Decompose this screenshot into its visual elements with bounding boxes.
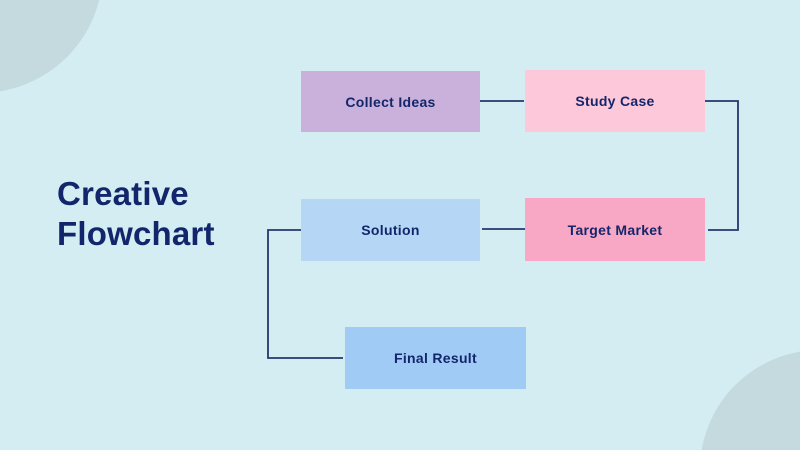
flow-node-label: Target Market (567, 221, 663, 238)
connector-study-case-to-target-market (705, 100, 739, 231)
page-title-line-2: Flowchart (57, 215, 215, 252)
flow-node-label: Solution (361, 222, 420, 238)
page-title-line-1: Creative (57, 175, 189, 212)
flow-node-study-case: Study Case (525, 70, 705, 132)
flow-node-label: Final Result (394, 350, 477, 366)
flow-node-label: Collect Ideas (345, 93, 436, 110)
flow-node-solution: Solution (301, 199, 480, 261)
flow-node-collect-ideas: Collect Ideas (301, 71, 480, 132)
flow-node-target-market: Target Market (525, 198, 705, 261)
connector-solution-to-final-result (267, 229, 343, 359)
flow-node-label: Study Case (575, 93, 655, 109)
flow-node-final-result: Final Result (345, 327, 526, 389)
